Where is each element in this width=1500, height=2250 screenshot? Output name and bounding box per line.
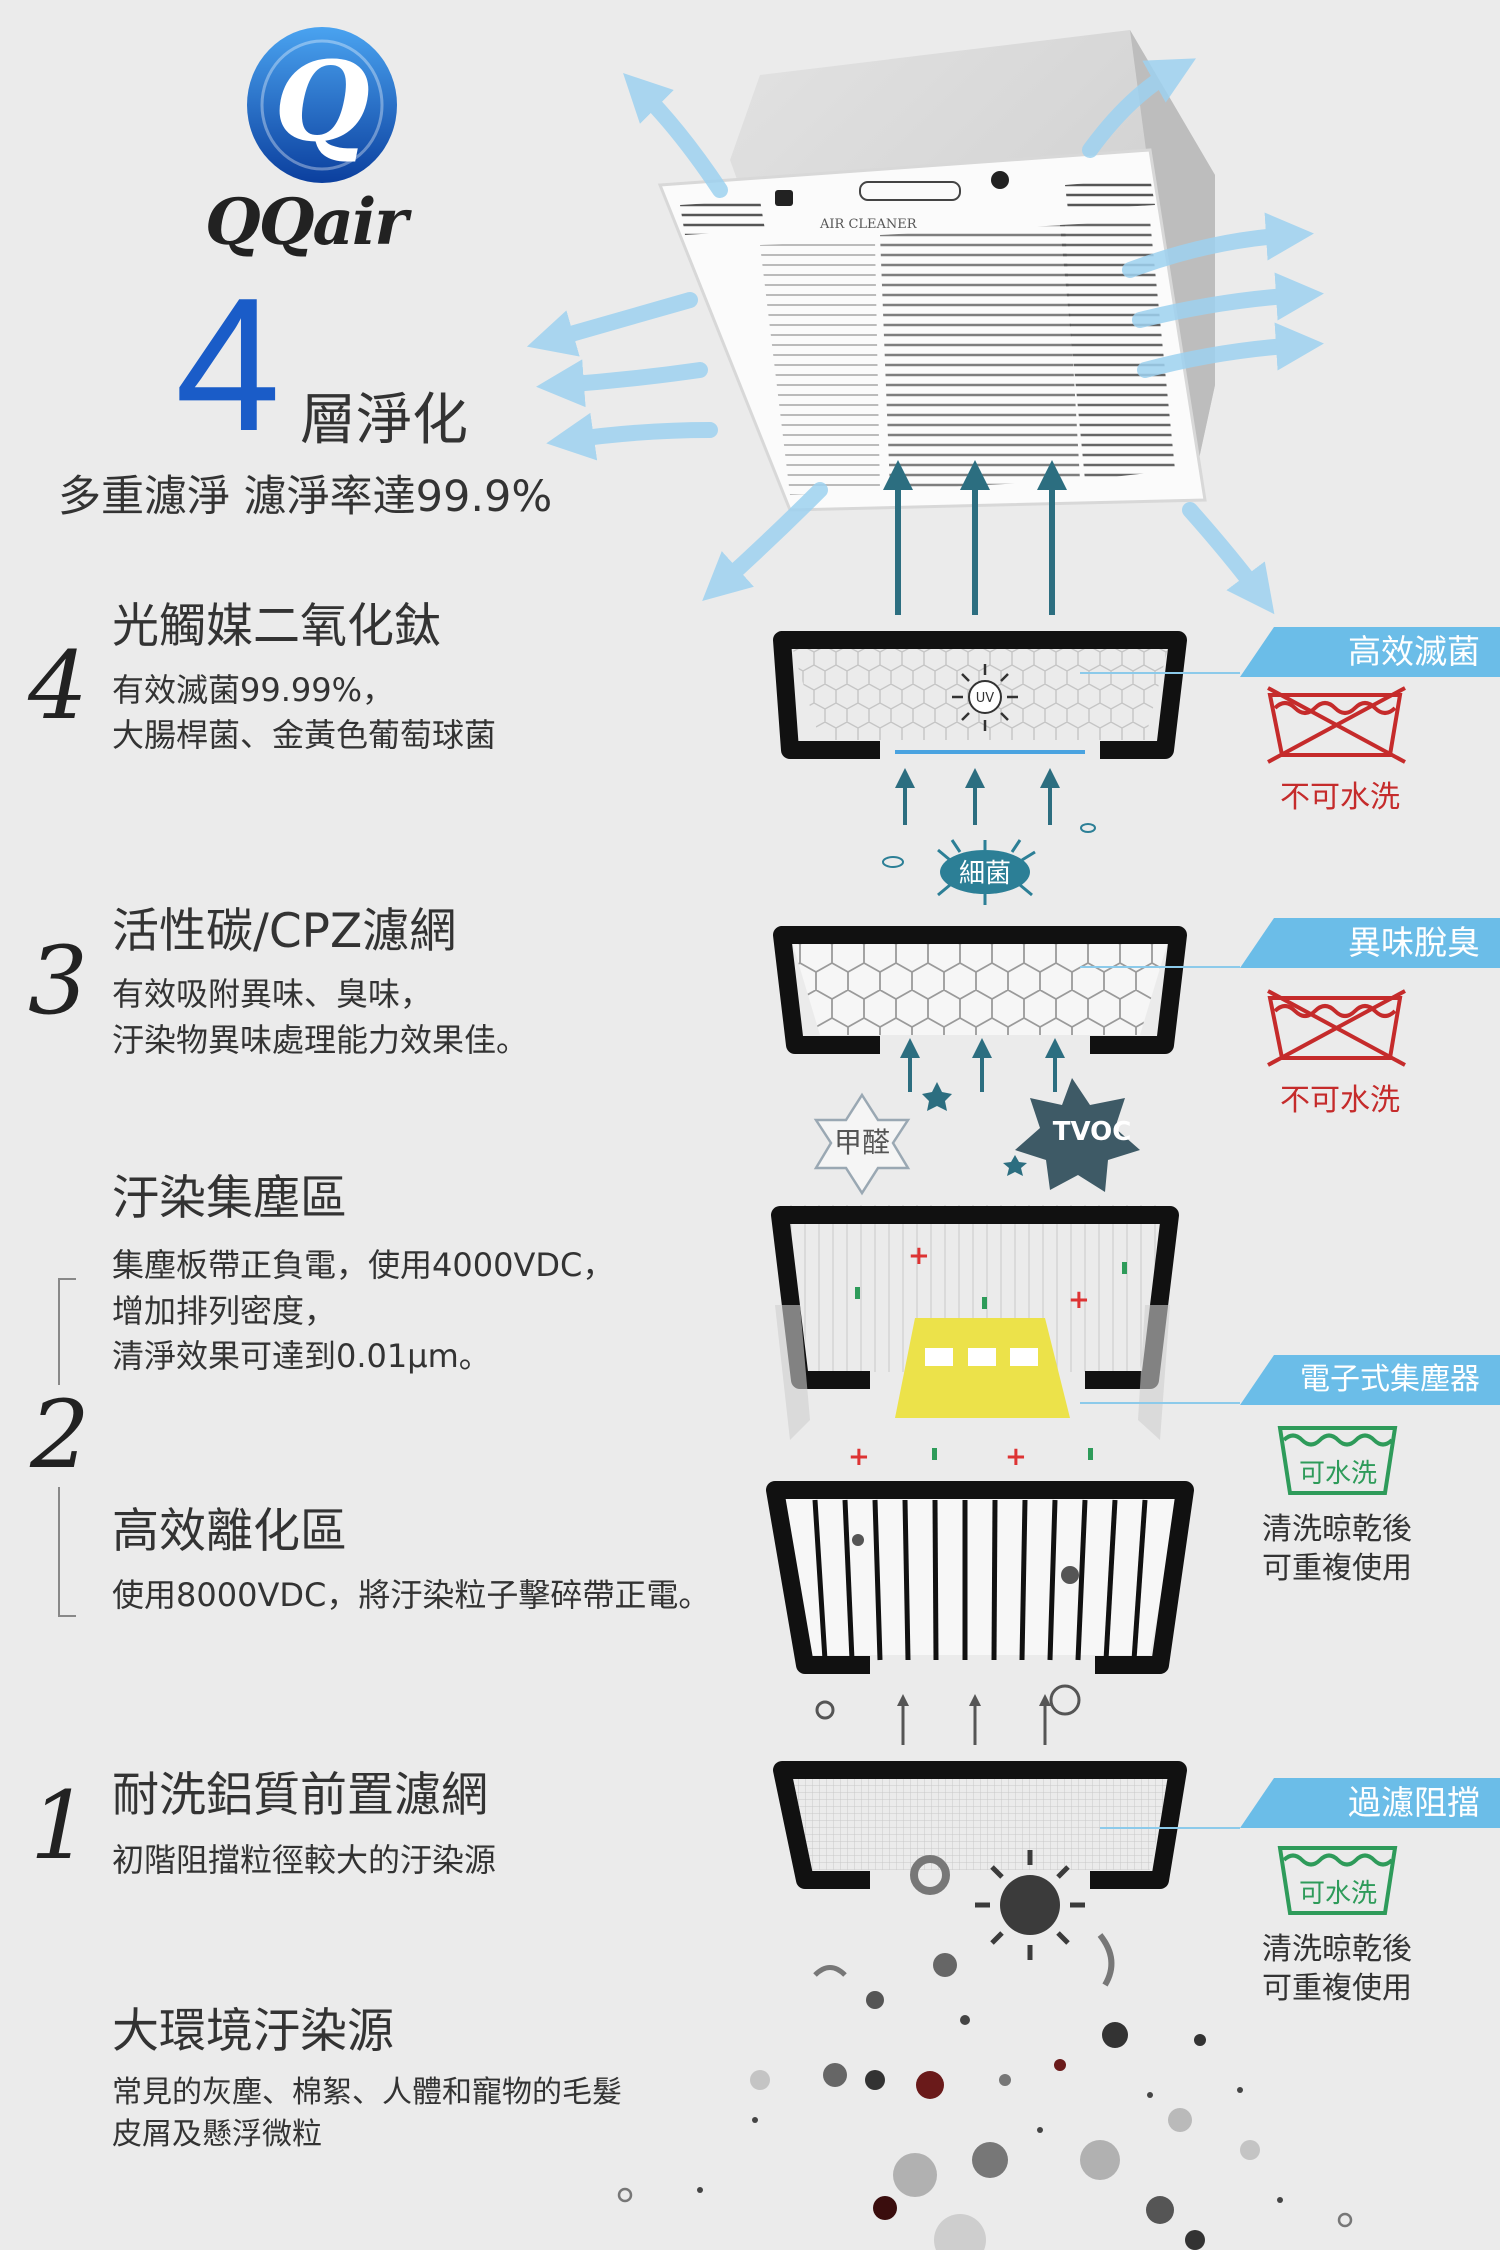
filter-layer-2-collector: + + + + — [771, 1205, 1179, 1472]
arrows-l3 — [900, 1038, 1065, 1092]
pollutant-particles — [617, 1700, 1353, 2250]
environment-desc-2: 皮屑及懸浮微粒 — [112, 2117, 322, 2152]
connector-lines — [1080, 672, 1240, 1829]
environment-desc-1: 常見的灰塵、棉絮、人體和寵物的毛髮 — [112, 2075, 622, 2110]
care-note-4-line2: 可重複使用 — [1262, 1971, 1412, 2006]
svg-text:+: + — [1005, 1442, 1027, 1472]
headline-subtitle: 多重濾淨 濾淨率達99.9% — [58, 472, 553, 522]
airflow-arrows — [526, 58, 1324, 615]
wash-label-3: 可水洗 — [1298, 1459, 1377, 1489]
filter-layer-4: UV — [773, 631, 1187, 759]
care-note-3-line1: 清洗晾乾後 — [1262, 1512, 1412, 1547]
section-1-desc-1: 初階阻擋粒徑較大的汙染源 — [112, 1841, 497, 1879]
washable-icon-2 — [1277, 1846, 1398, 1915]
section-2a-desc-2: 增加排列密度， — [112, 1292, 337, 1330]
filter-layer-2-ionizer — [766, 1481, 1194, 1674]
filter-layer-3 — [773, 926, 1187, 1054]
uv-label: UV — [976, 691, 995, 706]
washable-icon-1 — [1277, 1426, 1398, 1495]
virus-icon — [975, 1684, 1085, 1960]
section-2-number: 2 — [30, 1381, 90, 1490]
section-1-title: 耐洗鋁質前置濾網 — [112, 1768, 488, 1823]
section-4-title: 光觸媒二氧化鈦 — [112, 599, 441, 654]
section-2b-desc-1: 使用8000VDC，將汙染粒子擊碎帶正電。 — [112, 1576, 711, 1614]
wash-label-1: 不可水洗 — [1280, 780, 1400, 815]
formaldehyde-icon: 甲醛 — [813, 1092, 911, 1196]
tvoc-label: TVOC — [1053, 1117, 1132, 1147]
environment-title: 大環境汙染源 — [112, 2004, 394, 2059]
arrows-l4 — [895, 768, 1060, 825]
section-4-number: 4 — [28, 632, 88, 741]
section-3-desc-2: 汙染物異味處理能力效果佳。 — [112, 1021, 529, 1059]
tvoc-icon: TVOC — [1015, 1078, 1140, 1192]
section-2a-desc-1: 集塵板帶正負電，使用4000VDC， — [112, 1246, 615, 1284]
tag-sterilize: 高效滅菌 — [1240, 627, 1500, 677]
section-4-desc-2: 大腸桿菌、金黃色葡萄球菌 — [112, 716, 497, 754]
wash-label-4: 可水洗 — [1298, 1879, 1377, 1909]
headline-title: 層淨化 — [300, 388, 468, 453]
brand-name: QQair — [205, 185, 408, 260]
svg-text:+: + — [908, 1241, 930, 1271]
care-note-4-line1: 清洗晾乾後 — [1262, 1932, 1412, 1967]
device-panel-text: AIR CLEANER — [819, 217, 918, 232]
section-4-desc-1: 有效滅菌99.99%， — [112, 671, 395, 709]
arrows-l2 — [897, 1694, 1051, 1745]
air-cleaner-device: AIR CLEANER — [657, 30, 1215, 512]
bacteria-icon: 細菌 — [882, 823, 1096, 905]
bacteria-label: 細菌 — [959, 859, 1011, 889]
formaldehyde-label: 甲醛 — [834, 1126, 890, 1159]
section-2a-title: 汙染集塵區 — [112, 1171, 347, 1226]
tag-deodorize: 異味脫臭 — [1240, 918, 1500, 968]
filter-layer-1 — [773, 1761, 1187, 1889]
section-3-desc-1: 有效吸附異味、臭味， — [112, 975, 433, 1013]
section-3-number: 3 — [28, 927, 88, 1036]
svg-text:+: + — [1068, 1285, 1090, 1315]
headline-number: 4 — [175, 259, 281, 471]
wash-label-2: 不可水洗 — [1280, 1083, 1400, 1118]
section-2a-desc-3: 清淨效果可達到0.01μm。 — [112, 1337, 491, 1375]
section-2b-title: 高效離化區 — [112, 1504, 347, 1559]
tag-filter-block: 過濾阻擋 — [1240, 1778, 1500, 1828]
tag-electronic-collector: 電子式集塵器 — [1240, 1355, 1500, 1405]
no-wash-icon-2 — [1267, 989, 1406, 1067]
intake-arrows — [883, 460, 1067, 615]
no-wash-icon-1 — [1267, 686, 1406, 764]
section-3-title: 活性碳/CPZ濾網 — [112, 904, 457, 959]
brand-logo: Q — [247, 27, 397, 183]
logo-letter: Q — [274, 37, 370, 166]
section-1-number: 1 — [30, 1772, 90, 1881]
care-note-3-line2: 可重複使用 — [1262, 1551, 1412, 1586]
svg-text:+: + — [848, 1442, 870, 1472]
